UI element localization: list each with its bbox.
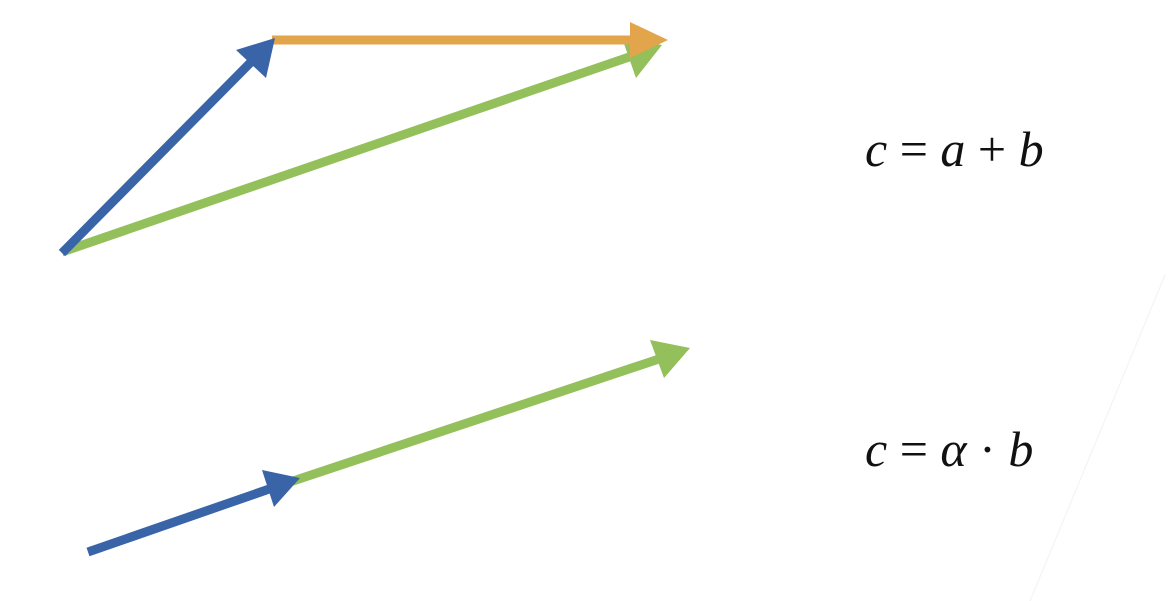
faint-divider-line (1029, 274, 1166, 601)
eq-term-b: b (1018, 121, 1044, 177)
equation-vector-addition: c = a + b (865, 120, 1044, 178)
eq-term-alpha: α (940, 421, 967, 477)
eq-lhs: c (865, 121, 888, 177)
vector-b-short-arrow (86, 470, 300, 557)
eq-dot: · (979, 421, 996, 477)
equation-scalar-multiplication: c = α · b (865, 420, 1033, 478)
eq-equals: = (899, 421, 928, 477)
eq-equals: = (899, 121, 928, 177)
vector-c-sum-arrow (60, 38, 662, 257)
vector-a-arrow (58, 38, 275, 257)
vector-c-scaled-arrow (288, 340, 690, 487)
vector-b-arrow (272, 22, 668, 58)
eq-plus: + (977, 121, 1007, 177)
eq-lhs: c (865, 421, 888, 477)
eq-term-b: b (1008, 421, 1034, 477)
eq-term-a: a (940, 121, 966, 177)
